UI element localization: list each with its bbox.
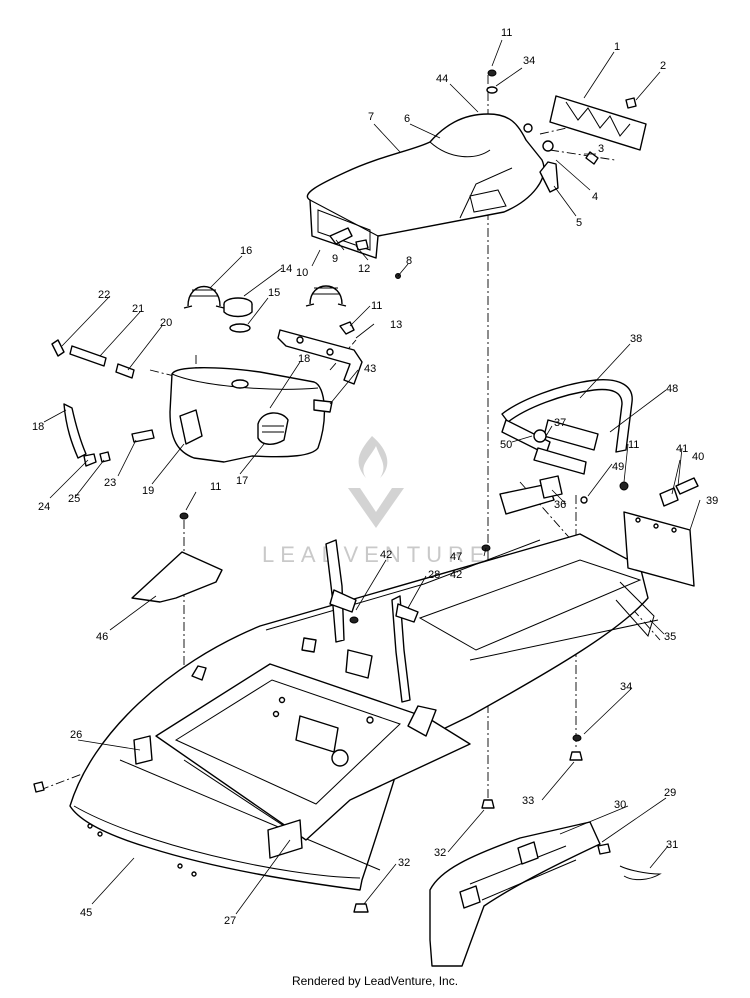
callout-40: 40 (692, 451, 704, 463)
rear-flap (623, 477, 699, 587)
callout-11: 11 (501, 27, 512, 39)
tank-straps (183, 285, 347, 309)
callout-16: 16 (240, 245, 252, 257)
callout-10: 10 (296, 267, 308, 279)
bracket-46 (131, 512, 223, 603)
callout-48: 47 (450, 551, 462, 563)
callout-14: 14 (280, 263, 292, 275)
bottom-fasteners (33, 734, 583, 913)
callout-45: 45 (80, 907, 92, 919)
callout-8: 8 (406, 255, 412, 267)
callout-35: 35 (664, 631, 676, 643)
callout-24: 24 (38, 501, 50, 513)
callout-31: 31 (666, 839, 678, 851)
tunnel-end (469, 581, 659, 661)
callout-15: 15 (268, 287, 280, 299)
callout-27: 27 (224, 915, 236, 927)
callout-44: 44 (436, 73, 448, 85)
watermark: LEADVENTURE (262, 436, 491, 567)
callout-21: 21 (132, 303, 144, 315)
callout-41: 41 (676, 443, 688, 455)
fuel-tank (169, 367, 333, 463)
chassis-body (69, 533, 649, 891)
footer-credit: Rendered by LeadVenture, Inc. (291, 974, 459, 988)
callout-17: 17 (236, 475, 248, 487)
callout-39: 39 (706, 495, 718, 507)
tank-bracket (277, 321, 363, 385)
callout-4: 4 (592, 191, 598, 203)
callout-36: 36 (554, 499, 566, 511)
callout-49: 49 (612, 461, 624, 473)
rear-bumper (499, 379, 633, 515)
callout-7: 7 (368, 111, 374, 123)
seat-assembly (306, 113, 545, 259)
vent-hose (63, 403, 155, 467)
callout-25: 25 (68, 493, 80, 505)
callout-19: 19 (142, 485, 154, 497)
callout-34: 34 (523, 55, 535, 67)
callout-26: 26 (70, 729, 82, 741)
callout-37: 37 (554, 417, 566, 429)
callout-3: 3 (598, 143, 604, 155)
callout-11-b: 11 (371, 300, 382, 312)
callout-6: 6 (404, 113, 410, 125)
callout-43: 43 (364, 363, 376, 375)
callout-42-a: 42 (380, 549, 392, 561)
callouts: 11 34 1 2 44 7 6 3 4 5 8 12 9 10 16 14 1… (32, 27, 718, 927)
bumper-cover (429, 821, 662, 967)
grab-posts (325, 539, 491, 703)
callout-29: 29 (664, 787, 676, 799)
callout-18-a: 18 (298, 353, 310, 365)
callout-32-a: 32 (434, 847, 446, 859)
fuel-line (51, 339, 135, 379)
callout-1: 1 (614, 41, 620, 53)
callout-12: 12 (358, 263, 370, 275)
callout-23: 23 (104, 477, 116, 489)
callout-9: 9 (332, 253, 338, 265)
callout-22: 22 (98, 289, 110, 301)
callout-28: 28 (428, 569, 440, 581)
callout-13: 13 (390, 319, 402, 331)
callout-11-c: 11 (210, 481, 221, 493)
callout-5: 5 (576, 217, 582, 229)
taillight-assembly (523, 95, 647, 193)
callout-33: 33 (522, 795, 534, 807)
callout-47: 48 (666, 383, 678, 395)
watermark-text: LEADVENTURE (262, 542, 491, 567)
callout-30: 30 (614, 799, 626, 811)
fuel-cap (223, 297, 253, 333)
callout-20: 20 (160, 317, 172, 329)
callout-18-b: 18 (32, 421, 44, 433)
callout-42-b: 42 (450, 569, 462, 581)
callout-46: 46 (96, 631, 108, 643)
callout-50: 50 (500, 439, 512, 451)
callout-38: 38 (630, 333, 642, 345)
callout-2: 2 (660, 60, 666, 72)
callout-34-b: 34 (620, 681, 632, 693)
callout-32-b: 32 (398, 857, 410, 869)
callout-11-d: 11 (628, 439, 639, 451)
leader-lines (43, 39, 701, 915)
